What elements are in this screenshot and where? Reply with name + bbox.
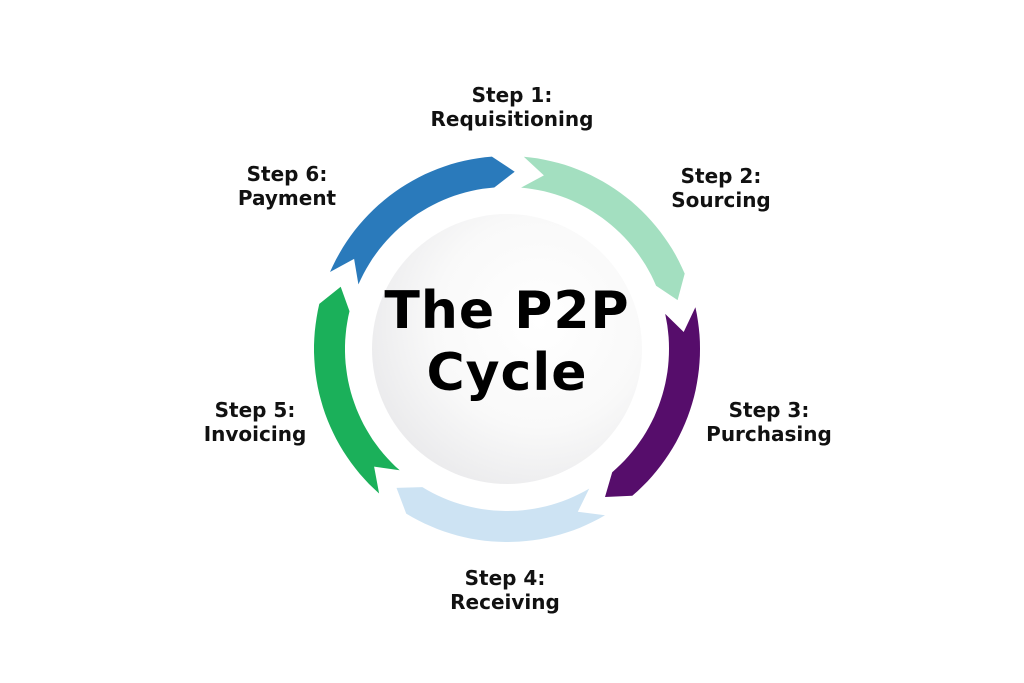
step-name: Payment	[237, 186, 337, 210]
step-4-label: Step 4: Receiving	[405, 566, 605, 614]
step-number: Step 6:	[246, 162, 328, 186]
step-name: Sourcing	[671, 188, 771, 212]
step-name: Receiving	[450, 590, 560, 614]
step-number: Step 4:	[464, 566, 546, 590]
diagram-title: The P2P Cycle	[372, 280, 642, 404]
title-line-2: Cycle	[426, 343, 588, 403]
step-number: Step 5:	[214, 398, 296, 422]
receiving-arrow	[396, 487, 605, 542]
step-name: Purchasing	[706, 422, 832, 446]
center-circle	[372, 214, 642, 484]
step-2-label: Step 2: Sourcing	[621, 164, 821, 212]
sourcing-arrow	[521, 156, 685, 301]
purchasing-arrow	[605, 307, 700, 497]
step-name: Invoicing	[203, 422, 307, 446]
step-6-label: Step 6: Payment	[187, 162, 387, 210]
step-number: Step 3:	[728, 398, 810, 422]
step-number: Step 2:	[680, 164, 762, 188]
step-name: Requisitioning	[430, 107, 594, 131]
payment-arrow	[330, 156, 515, 285]
invoicing-arrow	[314, 286, 400, 494]
step-1-label: Step 1: Requisitioning	[412, 83, 612, 131]
step-3-label: Step 3: Purchasing	[669, 398, 869, 446]
step-5-label: Step 5: Invoicing	[155, 398, 355, 446]
title-line-1: The P2P	[384, 281, 630, 341]
step-number: Step 1:	[471, 83, 553, 107]
